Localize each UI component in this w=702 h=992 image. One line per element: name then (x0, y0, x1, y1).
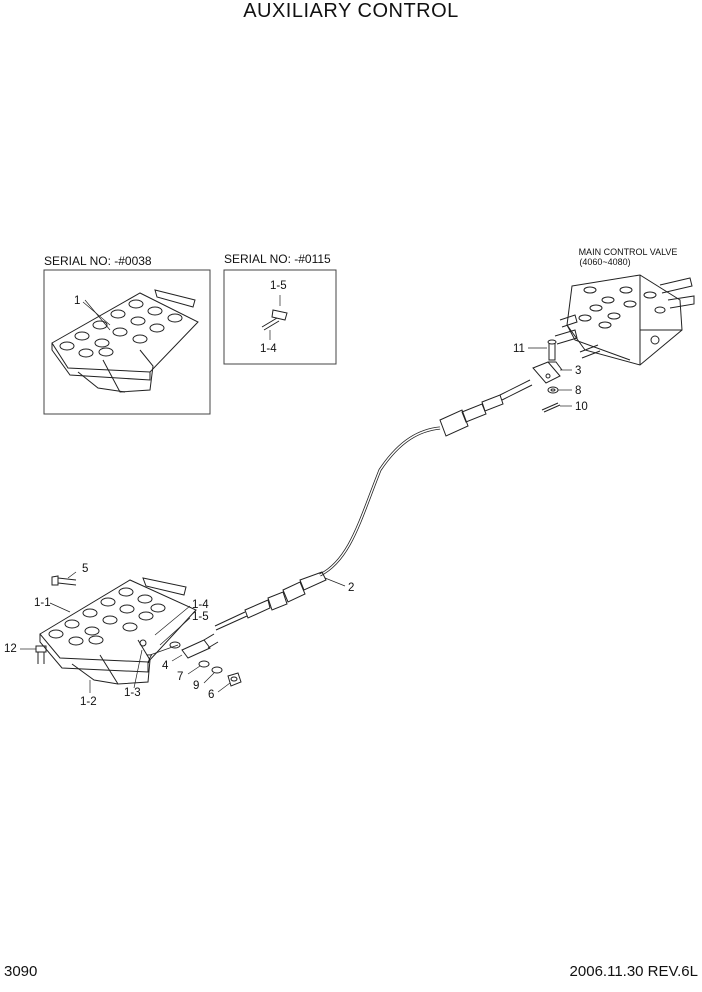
callout-label: 1-1 (34, 597, 51, 609)
cotter-pin-icon (541, 402, 561, 413)
foot-pedal-icon (39, 577, 197, 685)
callout-label: 1-5 (192, 611, 209, 623)
callout-label: 7 (146, 654, 152, 666)
callout-label: 12 (4, 643, 17, 655)
revision-date: 2006.11.30 REV.6L (569, 963, 698, 980)
callout-label: 1 (74, 295, 80, 307)
pedal-inset-icon (51, 289, 199, 393)
clevis-icon (532, 361, 563, 384)
nut-icon-6 (227, 672, 242, 687)
callout-label: 5 (82, 563, 88, 575)
nut-icon-8 (547, 386, 559, 394)
serial-header-right: SERIAL NO: -#0115 (224, 252, 331, 266)
valve-caption-line2: (4060~4080) (579, 257, 630, 267)
callout-label: 3 (575, 365, 581, 377)
washer-icon-7 (198, 660, 210, 668)
callout-label: 4 (162, 660, 169, 672)
callout-label: 1-4 (260, 343, 277, 355)
bolt-icon (547, 339, 557, 361)
callout-label: 6 (208, 689, 214, 701)
leader-lines (20, 301, 572, 693)
inset-frame-right (223, 269, 337, 365)
callout-label: 10 (575, 401, 588, 413)
pin-inset-icon (261, 295, 288, 340)
inset-frame-left (43, 269, 211, 415)
pedal-bolt-icon (35, 645, 47, 664)
callout-label: 1-3 (124, 687, 141, 699)
control-cable-icon (214, 379, 533, 631)
pedal-screw-icon (51, 575, 77, 586)
washer-icon-9 (211, 666, 223, 674)
rod-end-icon (181, 633, 219, 659)
callout-label: 9 (193, 680, 199, 692)
callout-label: 8 (575, 385, 581, 397)
callout-label: 1-2 (80, 696, 97, 708)
callout-label: 2 (348, 582, 354, 594)
callout-label: 1-4 (192, 599, 209, 611)
callout-label: 1-5 (270, 280, 287, 292)
page-number: 3090 (4, 963, 38, 980)
valve-caption-line1: MAIN CONTROL VALVE (579, 247, 678, 257)
main-control-valve-icon (554, 274, 695, 366)
callout-label: 7 (177, 671, 183, 683)
callout-label: 11 (513, 343, 525, 355)
serial-header-left: SERIAL NO: -#0038 (44, 254, 152, 268)
washer-icon (169, 641, 181, 649)
page-title: AUXILIARY CONTROL (243, 0, 459, 22)
